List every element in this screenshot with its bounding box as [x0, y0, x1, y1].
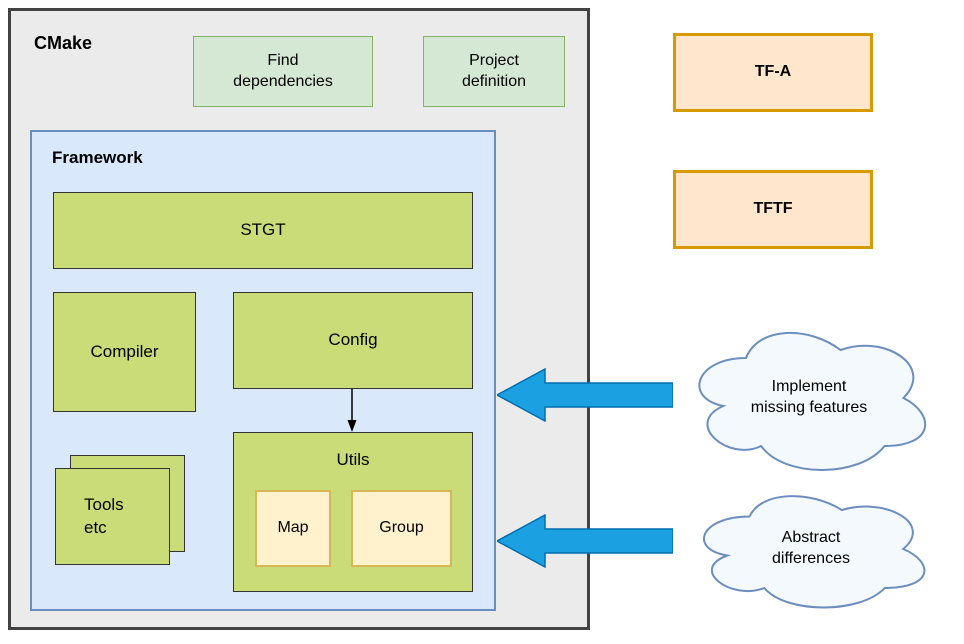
tftf-label: TFTF — [753, 200, 793, 218]
compiler-label: Compiler — [90, 341, 159, 361]
map-label: Map — [277, 519, 309, 537]
config-to-utils-arrow-icon — [347, 389, 357, 432]
find-dependencies-label: Find dependencies — [233, 51, 333, 90]
tf-a-box: TF-A — [673, 33, 873, 112]
compiler-box: Compiler — [53, 292, 196, 412]
stgt-label: STGT — [240, 220, 286, 240]
abstract-differences-cloud: Abstract differences — [688, 484, 934, 614]
abstract-left-block-arrow-icon — [497, 513, 673, 569]
project-definition-label: Project definition — [461, 51, 527, 90]
stgt-box: STGT — [53, 192, 473, 269]
config-label: Config — [328, 330, 378, 350]
tftf-box: TFTF — [673, 170, 873, 249]
config-box: Config — [233, 292, 473, 389]
tools-etc-box: Tools etc — [55, 468, 170, 565]
implement-cloud-label: Implement missing features — [750, 378, 868, 416]
group-label: Group — [379, 519, 424, 537]
utils-label: Utils — [336, 450, 370, 469]
framework-label: Framework — [52, 148, 143, 167]
cmake-label: CMake — [34, 33, 93, 53]
find-dependencies-box: Find dependencies — [193, 36, 373, 107]
tf-a-label: TF-A — [754, 63, 792, 81]
group-box: Group — [351, 490, 452, 567]
implement-missing-features-cloud: Implement missing features — [683, 318, 935, 478]
map-box: Map — [255, 490, 331, 567]
implement-left-block-arrow-icon — [497, 367, 673, 423]
project-definition-box: Project definition — [423, 36, 565, 107]
cloud-shape-icon — [683, 318, 935, 478]
abstract-cloud-label: Abstract differences — [772, 529, 850, 567]
cloud-shape-icon — [688, 484, 934, 614]
tools-etc-label: Tools etc — [84, 495, 124, 537]
